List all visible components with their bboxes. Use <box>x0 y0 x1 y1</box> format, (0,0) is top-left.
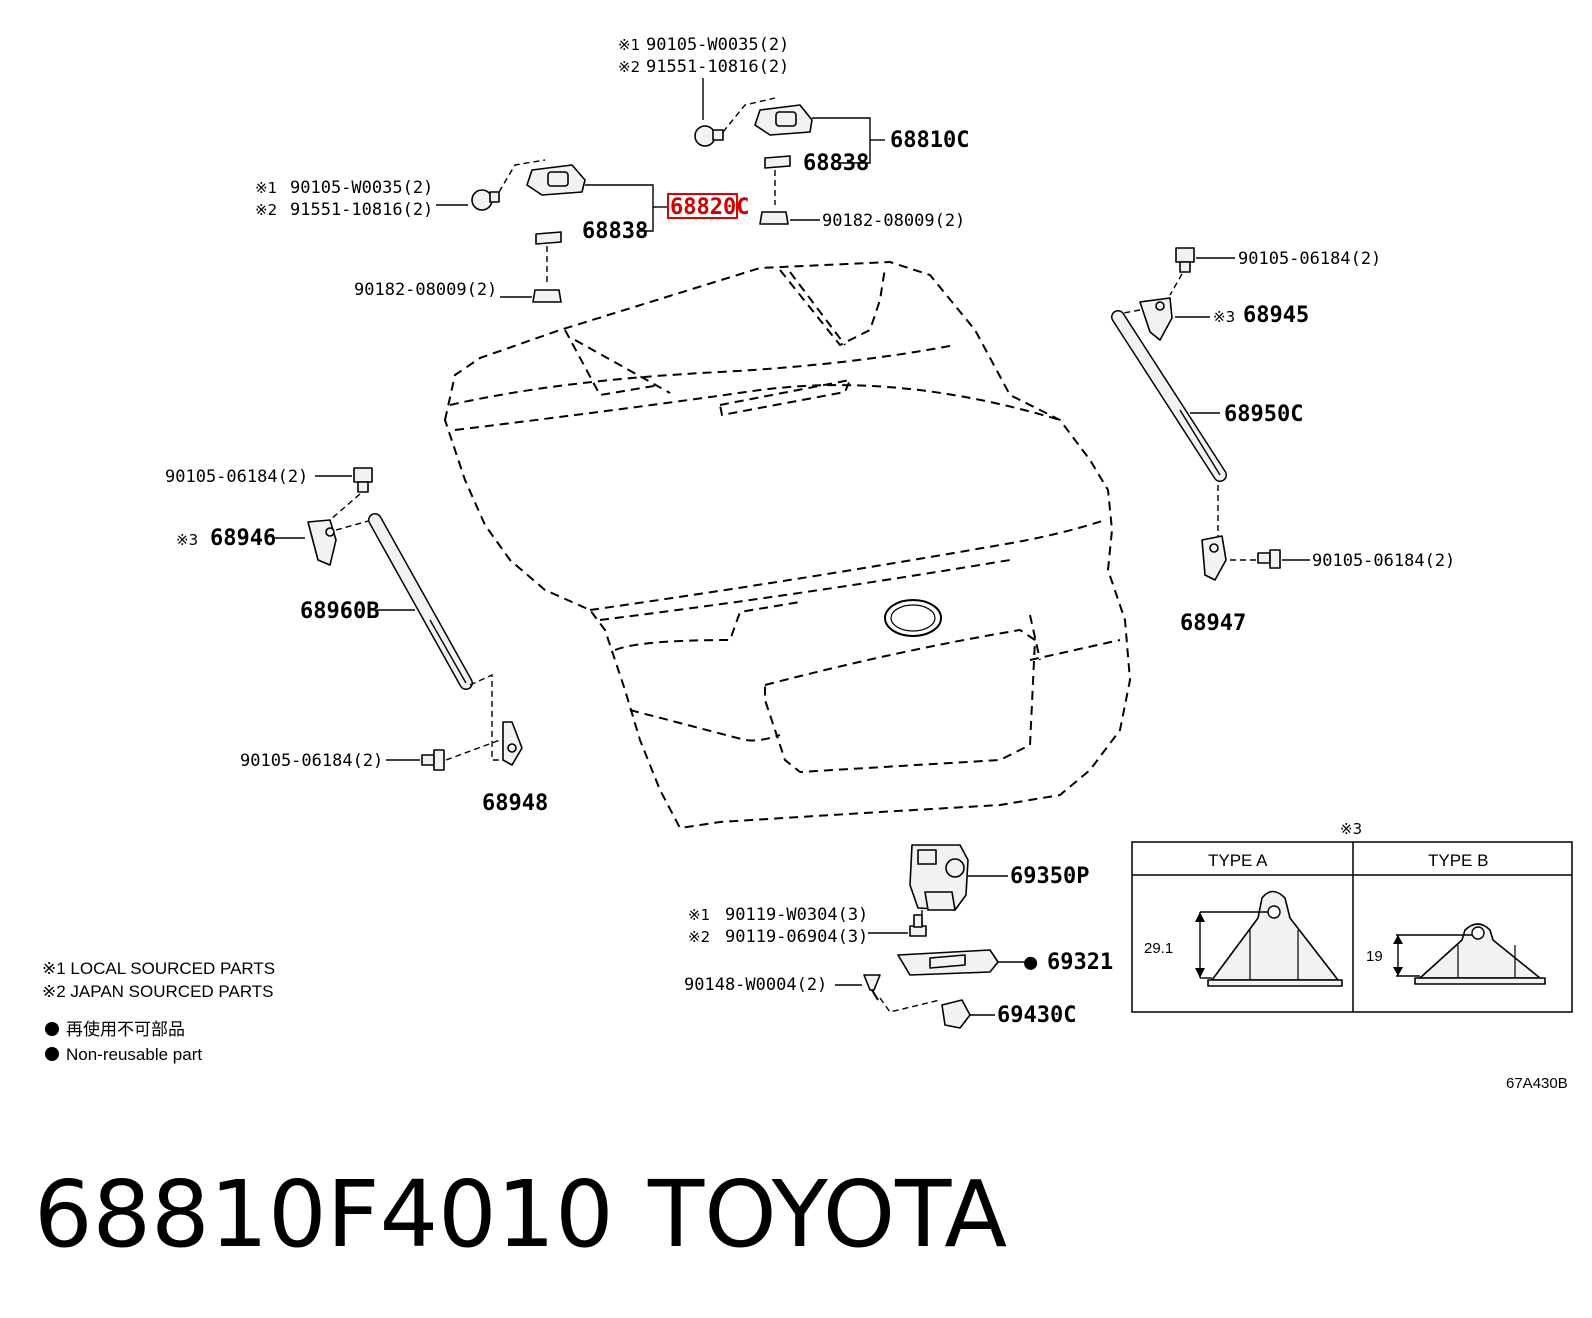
bracket-icon <box>307 519 337 566</box>
mark-2: ※2 <box>255 201 277 219</box>
hinge-right-bolt-local: 90105-W0035(2) <box>646 35 789 55</box>
type-b-dimension: 19 <box>1366 948 1383 965</box>
striker-icon <box>897 949 999 976</box>
stay-right-bracket-lower: 68947 <box>1180 611 1246 636</box>
hinge-icon <box>526 164 586 196</box>
lock-group: 69350P ※1 90119-W0304(3) ※2 90119-06904(… <box>684 844 1113 1029</box>
gas-stay-icon <box>368 513 473 690</box>
legend-nonreuse-jp: 再使用不可部品 <box>66 1019 185 1039</box>
legend: ※1 LOCAL SOURCED PARTS ※2 JAPAN SOURCED … <box>42 959 275 1064</box>
type-a-bracket-icon <box>1207 890 1343 987</box>
hinge-right-group: ※1 90105-W0035(2) ※2 91551-10816(2) 6881… <box>618 35 969 231</box>
bolt-icon <box>1257 549 1281 569</box>
type-b-label: TYPE B <box>1428 851 1488 870</box>
footer-brand: TOYOTA <box>647 1161 1007 1268</box>
striker-part-number: 69321 <box>1047 950 1113 975</box>
bracket-icon <box>1201 535 1227 581</box>
mark-1: ※1 <box>688 906 710 924</box>
bracket-icon <box>1139 297 1173 341</box>
hinge-right-part-number: 68810C <box>890 128 969 153</box>
stay-right-bracket-upper: 68945 <box>1243 303 1309 328</box>
legend-local: ※1 LOCAL SOURCED PARTS <box>42 959 275 978</box>
bolt-icon <box>909 914 927 937</box>
mark-1: ※1 <box>255 179 277 197</box>
bracket-icon <box>502 721 523 766</box>
type-a-label: TYPE A <box>1208 851 1268 870</box>
hinge-right-shim: 68838 <box>803 151 869 176</box>
bolt-icon <box>1175 247 1195 273</box>
hinge-left-bolt-local: 90105-W0035(2) <box>290 178 433 198</box>
stay-right-group: 90105-06184(2) ※3 68945 68950C 68947 901… <box>1111 247 1455 636</box>
legend-japan: ※2 JAPAN SOURCED PARTS <box>42 982 274 1001</box>
mark-2: ※2 <box>618 58 640 76</box>
bolt-icon <box>471 189 500 211</box>
highlight-box <box>667 193 738 219</box>
type-table-ref: ※3 <box>1340 820 1362 838</box>
stay-left-bolt-upper: 90105-06184(2) <box>165 467 308 487</box>
screw-icon <box>863 974 881 1001</box>
mark-3: ※3 <box>176 531 198 549</box>
hinge-left-group: ※1 90105-W0035(2) ※2 91551-10816(2) 6882… <box>255 159 749 303</box>
lock-assy-part-number: 69350P <box>1010 864 1089 889</box>
lock-bolt-local: 90119-W0304(3) <box>725 905 868 925</box>
nonreuse-dot-icon <box>45 1022 59 1036</box>
lock-assy-icon <box>909 844 969 911</box>
hinge-icon <box>754 104 813 136</box>
footer-part-number: 68810F4010 <box>34 1161 614 1268</box>
stay-left-bracket-upper: 68946 <box>210 526 276 551</box>
switch-icon <box>941 999 971 1029</box>
bolt-icon <box>694 125 724 147</box>
nut-icon <box>759 211 789 225</box>
bolt-icon <box>353 467 373 493</box>
diagram-code: 67A430B <box>1506 1075 1568 1092</box>
hinge-left-shim: 68838 <box>582 219 648 244</box>
legend-nonreuse-en: Non-reusable part <box>66 1045 202 1064</box>
dot-mark: ● <box>1024 950 1038 975</box>
hinge-left-part-number[interactable]: 68820C <box>670 195 749 220</box>
mark-1: ※1 <box>618 36 640 54</box>
stay-left-bolt-lower: 90105-06184(2) <box>240 751 383 771</box>
stay-right-part-number: 68950C <box>1224 402 1303 427</box>
stay-right-bolt-lower: 90105-06184(2) <box>1312 551 1455 571</box>
mark-2: ※2 <box>688 928 710 946</box>
hinge-left-nut: 90182-08009(2) <box>354 280 497 300</box>
type-a-dimension: 29.1 <box>1144 940 1173 957</box>
bolt-icon <box>421 749 445 771</box>
type-table: ※3 TYPE A TYPE B 29.1 19 <box>1131 820 1573 1013</box>
switch-part-number: 69430C <box>997 1003 1076 1028</box>
gas-stay-icon <box>1111 310 1227 482</box>
hinge-right-nut: 90182-08009(2) <box>822 211 965 231</box>
stay-right-bolt-upper: 90105-06184(2) <box>1238 249 1381 269</box>
mark-3: ※3 <box>1213 308 1235 326</box>
shim-icon <box>535 231 562 245</box>
stay-left-bracket-lower: 68948 <box>482 791 548 816</box>
back-door-outline <box>444 261 1131 829</box>
nut-icon <box>532 289 562 303</box>
hinge-right-bolt-japan: 91551-10816(2) <box>646 57 789 77</box>
lock-screw: 90148-W0004(2) <box>684 975 827 995</box>
stay-left-group: 90105-06184(2) ※3 68946 68960B 68948 901… <box>165 467 548 816</box>
nonreuse-dot-icon <box>45 1047 59 1061</box>
type-b-bracket-icon <box>1414 923 1546 985</box>
stay-left-part-number: 68960B <box>300 599 379 624</box>
shim-icon <box>764 155 791 169</box>
hinge-left-bolt-japan: 91551-10816(2) <box>290 200 433 220</box>
lock-bolt-japan: 90119-06904(3) <box>725 927 868 947</box>
